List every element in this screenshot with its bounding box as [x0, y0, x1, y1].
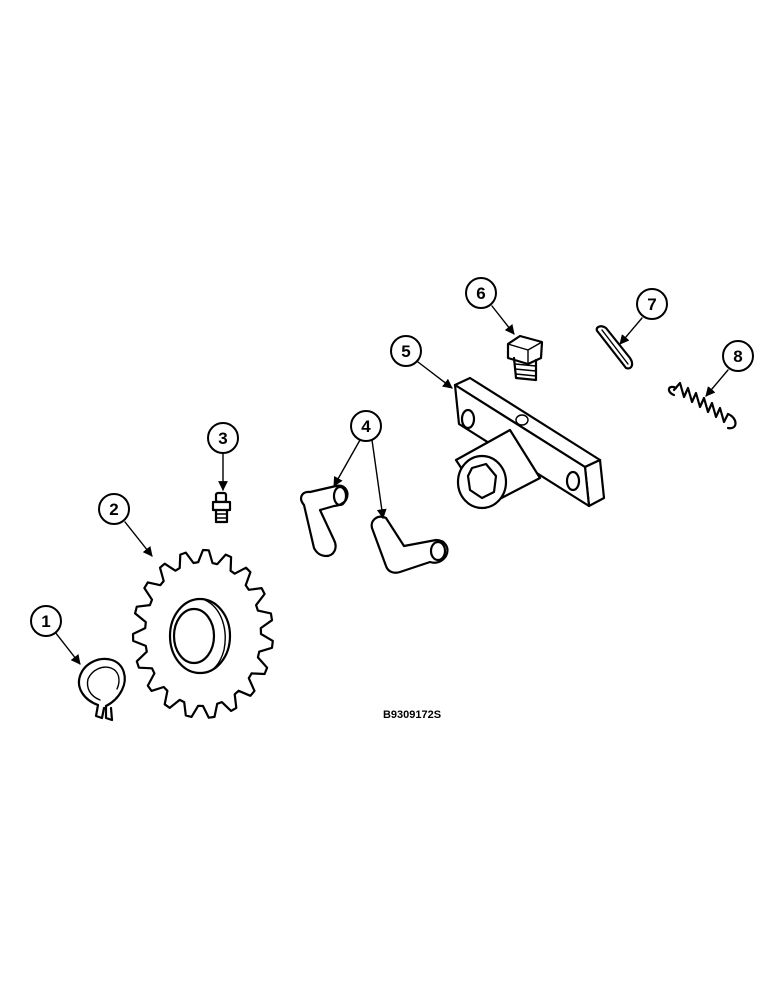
callout-5-number: 5: [401, 342, 410, 361]
callout-2: 2: [98, 493, 130, 525]
callout-2-number: 2: [109, 500, 118, 519]
callout-1: 1: [30, 605, 62, 637]
callout-3: 3: [207, 422, 239, 454]
callout-4: 4: [350, 410, 382, 442]
callout-6: 6: [465, 277, 497, 309]
drawing-id: B9309172S: [383, 709, 441, 721]
snap-ring-part: [77, 657, 126, 722]
leader-1: [54, 631, 81, 665]
leader-6: [491, 305, 515, 335]
callout-5: 5: [390, 335, 422, 367]
sprocket-part: [131, 548, 274, 719]
leader-2: [124, 521, 153, 557]
callout-6-number: 6: [476, 284, 485, 303]
callout-8: 8: [722, 340, 754, 372]
spring-part: [667, 381, 737, 430]
callout-3-number: 3: [218, 429, 227, 448]
callout-7: 7: [636, 288, 668, 320]
leader-7: [619, 317, 643, 345]
leader-lines: [54, 305, 729, 665]
bearing-housing-part: [453, 376, 606, 510]
callout-1-number: 1: [41, 612, 50, 631]
leader-4a: [333, 439, 361, 487]
cotter-pin-part: [595, 325, 634, 370]
pins-part: [300, 484, 449, 574]
leader-8: [705, 369, 729, 397]
leader-5: [417, 361, 453, 389]
callout-7-number: 7: [647, 295, 656, 314]
leader-4b: [371, 439, 387, 519]
callout-8-number: 8: [733, 347, 742, 366]
grease-fitting-part: [211, 491, 232, 524]
bolt-part: [506, 334, 544, 382]
callout-4-number: 4: [361, 417, 371, 436]
